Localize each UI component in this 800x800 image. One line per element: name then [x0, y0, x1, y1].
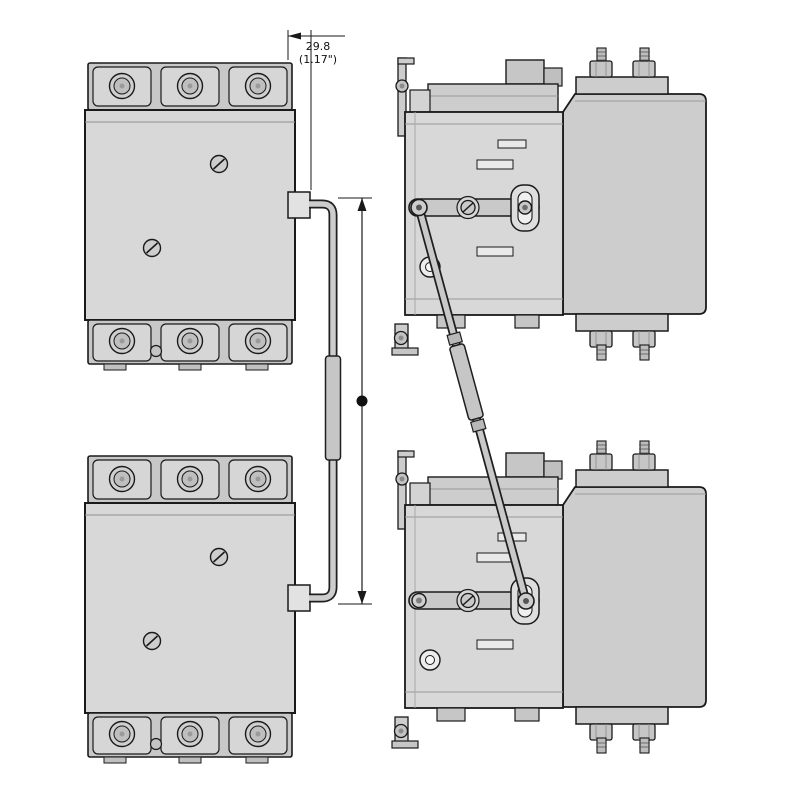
side-view-upper-breaker: [391, 47, 707, 361]
dimension-value-mm: 29.8: [306, 40, 331, 53]
rod-coupling-sleeve: [324, 355, 342, 461]
rod-length-dimension: [338, 197, 372, 605]
interlock-rod-side-view: [410, 198, 535, 610]
rod-midpoint-marker: [356, 395, 368, 407]
front-view-lower-breaker: [84, 455, 311, 764]
dimension-value-inch: (1.17"): [299, 53, 337, 66]
dimension-arrow-left: [288, 32, 301, 40]
side-view-lower-breaker: [391, 440, 707, 754]
interlock-rod-front-view: [309, 199, 342, 603]
offset-dimension: 29.8 (1.17"): [287, 30, 345, 190]
dimension-arrow-up: [357, 198, 367, 211]
rod-turnbuckle: [449, 343, 484, 421]
rod-jam-nut-bottom: [469, 418, 487, 433]
front-view-upper-breaker: [84, 62, 311, 371]
rod-jam-nut-top: [446, 331, 464, 346]
dimension-arrow-down: [357, 591, 367, 604]
